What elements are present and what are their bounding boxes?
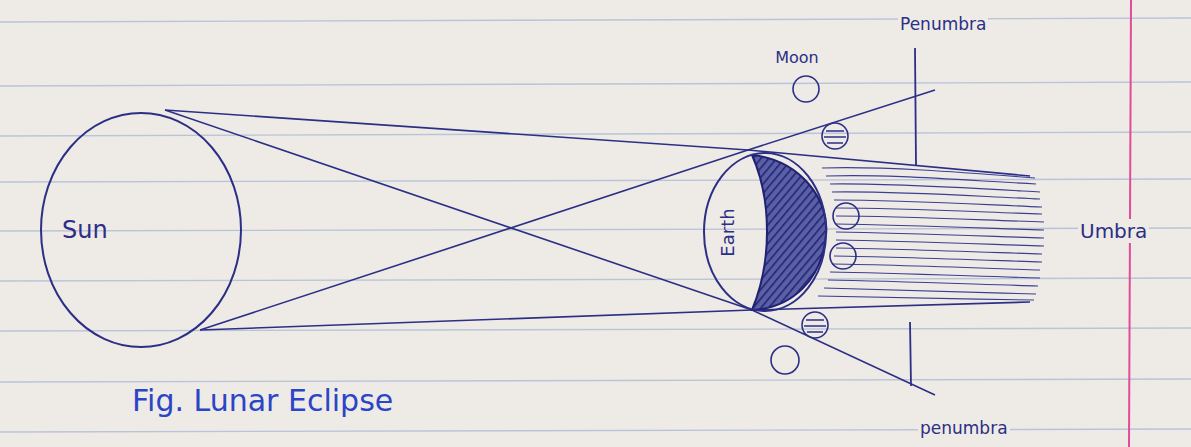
figure-caption: Fig. Lunar Eclipse (132, 383, 393, 418)
earth-circle: Earth (703, 152, 827, 312)
penumbra-label: penumbra (918, 418, 1010, 438)
penumbra-label: Penumbra (898, 14, 988, 34)
node-label: Sun (62, 216, 108, 244)
sun-circle: Sun (40, 112, 242, 348)
moon-circle: Moon (762, 52, 832, 108)
node-label: Earth (717, 208, 738, 256)
penumbra-markers (910, 48, 916, 386)
umbra-shading (818, 168, 1044, 300)
outline-ellipse (704, 153, 826, 311)
earth-night-side (752, 155, 826, 310)
outline-circle (793, 76, 819, 102)
outline-ellipse (41, 113, 241, 347)
node-label: Moon (775, 48, 819, 67)
paper-rules (0, 18, 1191, 432)
light-rays (165, 90, 1030, 395)
moon-positions (771, 123, 859, 374)
umbra-label: Umbra (1078, 219, 1149, 243)
